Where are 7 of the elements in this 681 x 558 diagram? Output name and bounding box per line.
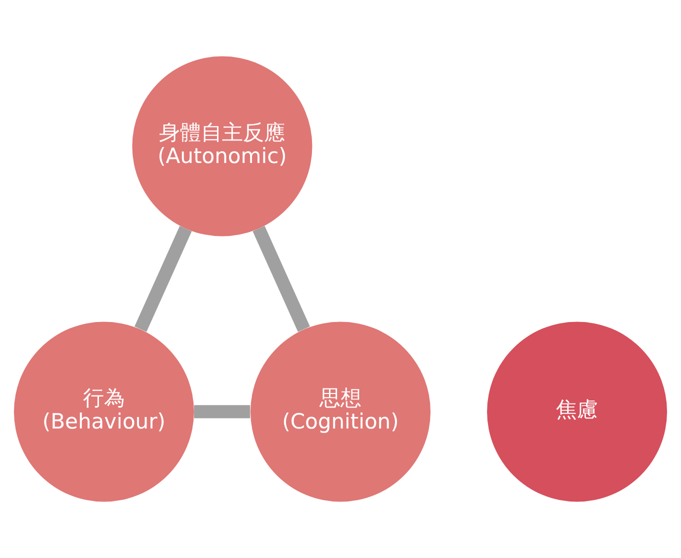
node-circle: 思想 (Cognition) (250, 322, 431, 502)
node-circle: 行為 (Behaviour) (14, 322, 194, 502)
connector (194, 405, 250, 418)
node-circle: 身體自主反應 (Autonomic) (132, 56, 312, 236)
node-circle: 焦慮 (487, 322, 668, 502)
connector (252, 226, 310, 332)
connector (134, 226, 192, 332)
